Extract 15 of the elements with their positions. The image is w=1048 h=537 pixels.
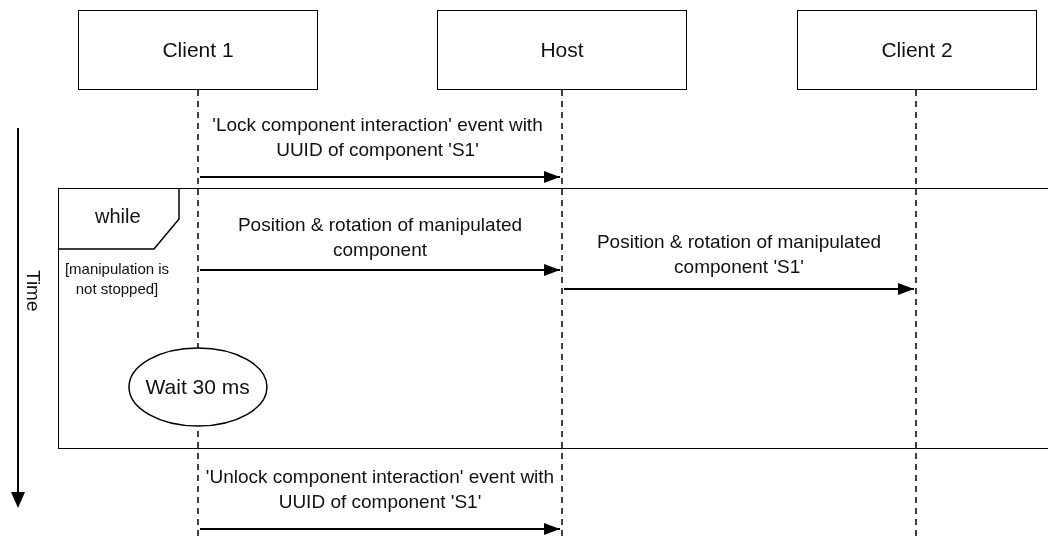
participant-box: Client 1 <box>78 10 318 90</box>
message-arrow <box>199 264 561 276</box>
axis-label: Time <box>22 270 44 312</box>
loop-frame <box>58 188 1048 449</box>
participant-box: Host <box>437 10 687 90</box>
participant-box: Client 2 <box>797 10 1037 90</box>
message-arrow <box>199 171 561 183</box>
guard-condition: [manipulation is not stopped] <box>63 259 171 299</box>
message-arrow <box>199 523 561 535</box>
lifeline <box>914 90 918 537</box>
activity-ellipse <box>127 346 268 427</box>
activity-label: Wait 30 ms <box>145 373 250 400</box>
lifeline <box>560 90 564 537</box>
frame-keyword: while <box>95 205 141 228</box>
message-arrow <box>563 283 915 295</box>
